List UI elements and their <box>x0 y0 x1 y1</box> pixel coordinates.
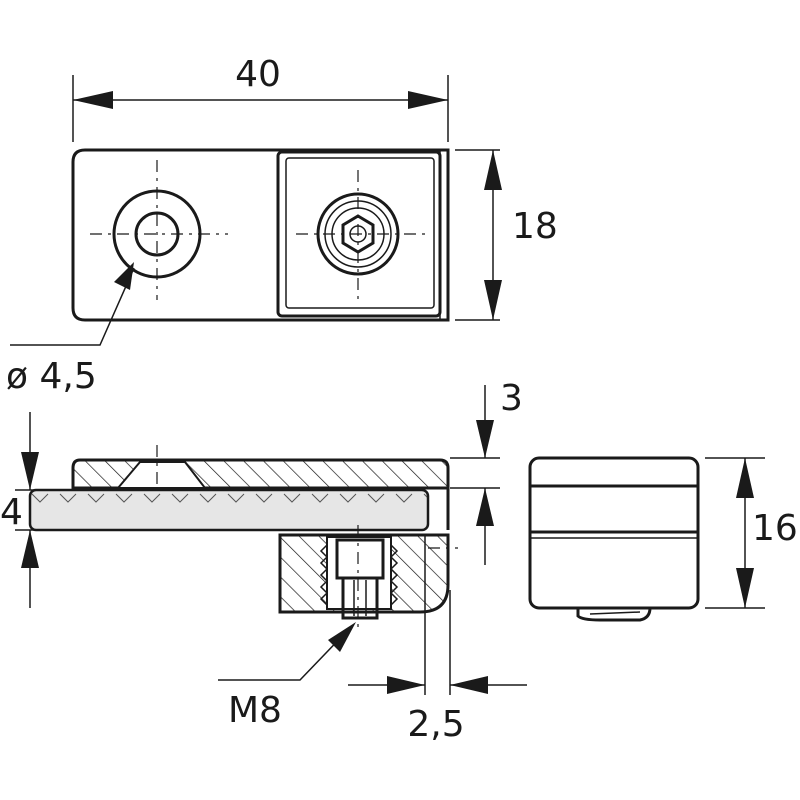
front-section-view <box>15 385 527 695</box>
dim-label-thread: M8 <box>228 690 282 731</box>
dim-label-40: 40 <box>235 54 281 95</box>
dim-label-2-5: 2,5 <box>407 704 464 745</box>
glass-pane <box>28 488 430 532</box>
side-view <box>528 456 765 622</box>
dim-label-4: 4 <box>0 492 23 533</box>
clamp-body-top <box>71 148 450 322</box>
dim-label-3: 3 <box>500 378 523 419</box>
dim-label-18: 18 <box>512 206 558 247</box>
dim-label-hole-diameter: ø 4,5 <box>6 356 97 397</box>
square-plate <box>276 150 442 318</box>
top-view <box>10 75 502 346</box>
side-screw-tip <box>576 607 652 622</box>
dim-label-16: 16 <box>752 508 798 549</box>
